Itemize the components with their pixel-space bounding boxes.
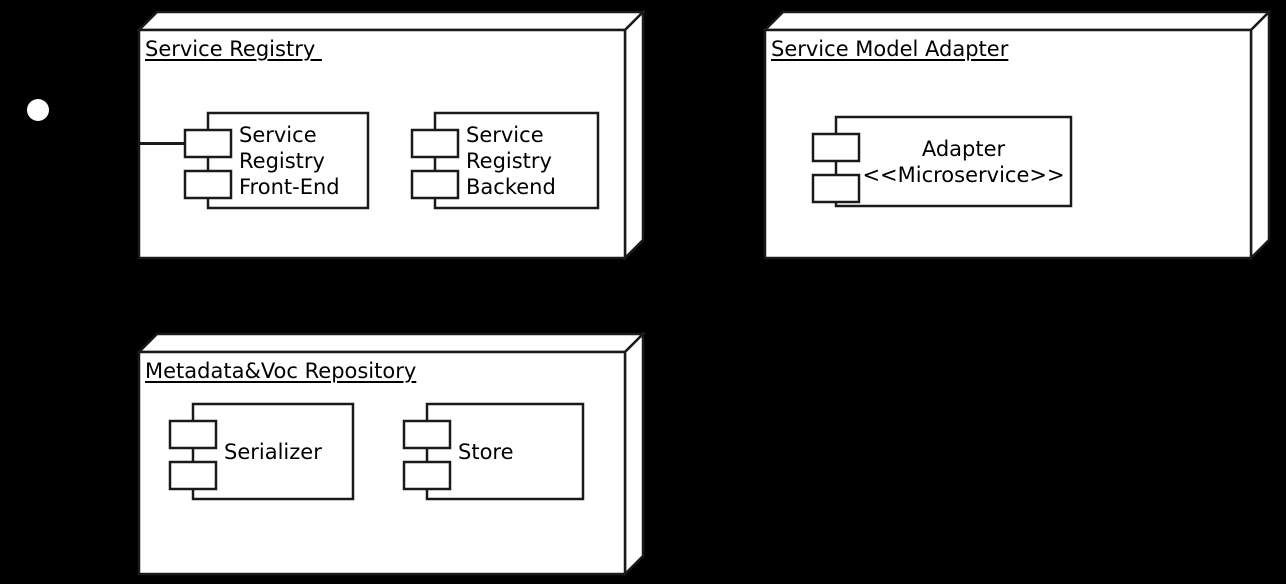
component-port-tab-2 <box>402 460 452 491</box>
component-port-tab-2 <box>811 173 861 204</box>
component-port-tab-1 <box>402 419 452 450</box>
component-label-service-registry-front-end: Service Registry Front-End <box>239 123 340 199</box>
component-body <box>834 115 1073 208</box>
component-shape <box>811 115 1073 208</box>
node-right-face <box>1249 8 1271 262</box>
component-port-tab-1 <box>183 128 233 159</box>
node-title-service-registry: Service Registry <box>145 37 322 61</box>
component-label-adapter: Adapter <<Microservice>> <box>862 137 1065 187</box>
component-port-tab-2 <box>410 169 460 200</box>
uml-component-service-registry-front-end[interactable]: Service Registry Front-End <box>183 111 370 210</box>
uml-component-serializer[interactable]: Serializer <box>168 402 355 501</box>
component-port-tab-1 <box>168 419 218 450</box>
component-shape <box>183 111 370 210</box>
component-port-tab-1 <box>811 132 861 163</box>
node-top-face <box>135 332 647 354</box>
uml-component-store[interactable]: Store <box>402 402 585 501</box>
node-top-face <box>761 10 1273 32</box>
component-body <box>206 111 370 210</box>
provided-interface-ball[interactable] <box>27 99 49 121</box>
node-title-metadata-voc-repository: Metadata&Voc Repository <box>145 359 417 383</box>
component-shape <box>402 402 585 501</box>
uml-component-service-registry-backend[interactable]: Service Registry Backend <box>410 111 600 210</box>
component-body <box>191 402 355 501</box>
component-port-tab-2 <box>183 169 233 200</box>
node-title-service-model-adapter: Service Model Adapter <box>771 37 1009 61</box>
component-label-service-registry-backend: Service Registry Backend <box>466 123 556 199</box>
component-label-serializer: Serializer <box>224 440 322 464</box>
node-top-face <box>135 10 647 32</box>
node-right-face <box>623 330 645 578</box>
component-shape <box>168 402 355 501</box>
connector-front-end-inbound-connector <box>139 142 185 145</box>
component-port-tab-1 <box>410 128 460 159</box>
uml-component-adapter[interactable]: Adapter <<Microservice>> <box>811 115 1073 208</box>
component-body <box>433 111 600 210</box>
node-right-face <box>623 8 645 262</box>
component-body <box>425 402 585 501</box>
component-port-tab-2 <box>168 460 218 491</box>
component-label-store: Store <box>458 440 514 464</box>
component-shape <box>410 111 600 210</box>
